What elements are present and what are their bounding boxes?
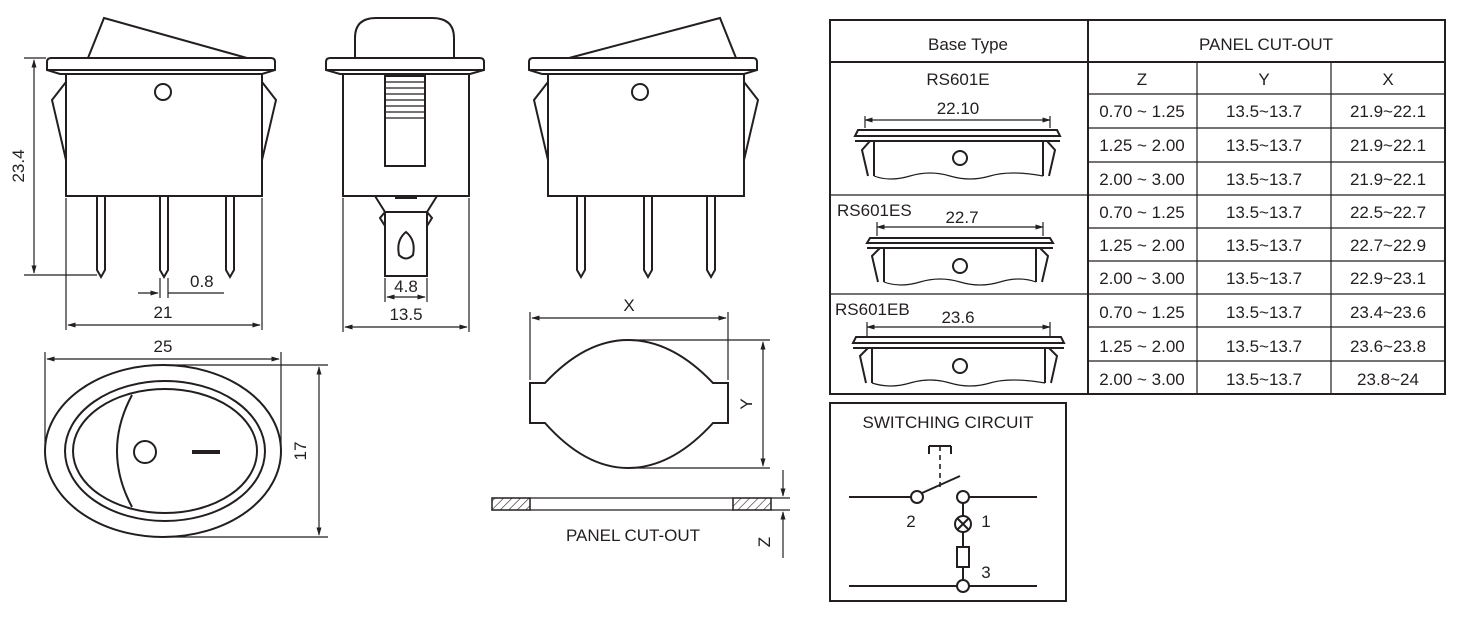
side-view [325, 17, 485, 277]
switching-circuit-title: SWITCHING CIRCUIT [863, 413, 1034, 432]
cell-y: 13.5~13.7 [1226, 370, 1302, 389]
model-rs601es-width: 22.7 [945, 208, 978, 227]
dimension-21-label: 21 [154, 303, 173, 322]
dimension-tab-4-8: 4.8 [384, 277, 428, 302]
dimension-23-4-label: 23.4 [9, 149, 28, 182]
cell-z: 1.25 ~ 2.00 [1099, 236, 1185, 255]
model-rs601e: RS601E [926, 70, 989, 89]
table-header-panel-cutout: PANEL CUT-OUT [1199, 35, 1333, 54]
cell-x: 22.7~22.9 [1350, 236, 1426, 255]
cell-y: 13.5~13.7 [1226, 102, 1302, 121]
dimension-4-8-label: 4.8 [394, 277, 418, 296]
dimension-height-23-4: 23.4 [9, 57, 97, 276]
table-subheader-y: Y [1258, 70, 1269, 89]
dimension-y-label: Y [737, 398, 756, 409]
cell-z: 1.25 ~ 2.00 [1099, 337, 1185, 356]
dimension-cutout-z: Z [755, 470, 790, 558]
cell-y: 13.5~13.7 [1226, 303, 1302, 322]
cell-z: 2.00 ~ 3.00 [1099, 269, 1185, 288]
terminal-label-2: 2 [906, 512, 915, 531]
table-rows-rs601es: 0.70 ~ 1.25 13.5~13.7 22.5~22.7 1.25 ~ 2… [1099, 203, 1426, 288]
cell-x: 22.9~23.1 [1350, 269, 1426, 288]
cell-y: 13.5~13.7 [1226, 236, 1302, 255]
terminal-label-1: 1 [981, 512, 990, 531]
panel-cutout-section [491, 497, 772, 511]
base-profile-rs601eb [851, 322, 1066, 387]
switching-circuit: SWITCHING CIRCUIT 2 1 3 [829, 402, 1067, 602]
model-rs601eb: RS601EB [835, 300, 910, 319]
cell-y: 13.5~13.7 [1226, 203, 1302, 222]
dimension-25-label: 25 [154, 337, 173, 356]
base-profile-rs601es [865, 222, 1055, 286]
cell-x: 21.9~22.1 [1350, 136, 1426, 155]
table-header-base-type: Base Type [928, 35, 1008, 54]
panel-cutout-shape [529, 338, 729, 470]
cell-x: 21.9~22.1 [1350, 170, 1426, 189]
cell-z: 1.25 ~ 2.00 [1099, 136, 1185, 155]
dimension-depth-13-5: 13.5 [342, 198, 470, 332]
table-rows-rs601eb: 0.70 ~ 1.25 13.5~13.7 23.4~23.6 1.25 ~ 2… [1099, 303, 1426, 389]
base-profile-rs601e [853, 116, 1062, 180]
terminal-label-3: 3 [981, 563, 990, 582]
dimension-17-label: 17 [291, 442, 310, 461]
cell-x: 23.8~24 [1357, 370, 1419, 389]
cell-y: 13.5~13.7 [1226, 170, 1302, 189]
cell-x: 21.9~22.1 [1350, 102, 1426, 121]
rear-view [528, 16, 760, 280]
table-rows-rs601e: 0.70 ~ 1.25 13.5~13.7 21.9~22.1 1.25 ~ 2… [1099, 102, 1426, 189]
cell-y: 13.5~13.7 [1226, 136, 1302, 155]
cell-x: 23.6~23.8 [1350, 337, 1426, 356]
dimension-x-label: X [623, 296, 634, 315]
dimension-13-5-label: 13.5 [389, 305, 422, 324]
model-rs601e-width: 22.10 [937, 99, 980, 118]
cell-y: 13.5~13.7 [1226, 337, 1302, 356]
cell-z: 0.70 ~ 1.25 [1099, 303, 1185, 322]
dimension-cutout-x: X [529, 296, 729, 380]
dimension-bezel-25: 25 [44, 337, 282, 445]
cell-z: 0.70 ~ 1.25 [1099, 102, 1185, 121]
table-subheader-x: X [1382, 70, 1393, 89]
cell-y: 13.5~13.7 [1226, 269, 1302, 288]
dimension-cutout-y: Y [630, 339, 770, 469]
dimension-pin-0-8: 0.8 [138, 272, 224, 298]
front-view [46, 16, 278, 280]
cell-z: 2.00 ~ 3.00 [1099, 370, 1185, 389]
dimension-z-label: Z [755, 537, 774, 547]
dimension-0-8-label: 0.8 [190, 272, 214, 291]
cell-x: 22.5~22.7 [1350, 203, 1426, 222]
table-subheader-z: Z [1137, 70, 1147, 89]
model-rs601eb-width: 23.6 [941, 308, 974, 327]
dimension-width-21: 21 [65, 198, 263, 330]
model-rs601es: RS601ES [837, 201, 912, 220]
panel-cutout-caption: PANEL CUT-OUT [566, 526, 700, 545]
cutout-table: Base Type PANEL CUT-OUT Z Y X RS601E 22.… [829, 19, 1446, 395]
cell-z: 0.70 ~ 1.25 [1099, 203, 1185, 222]
cell-z: 2.00 ~ 3.00 [1099, 170, 1185, 189]
cell-x: 23.4~23.6 [1350, 303, 1426, 322]
bezel-top-view [44, 364, 282, 538]
dimension-bezel-17: 17 [163, 364, 328, 538]
